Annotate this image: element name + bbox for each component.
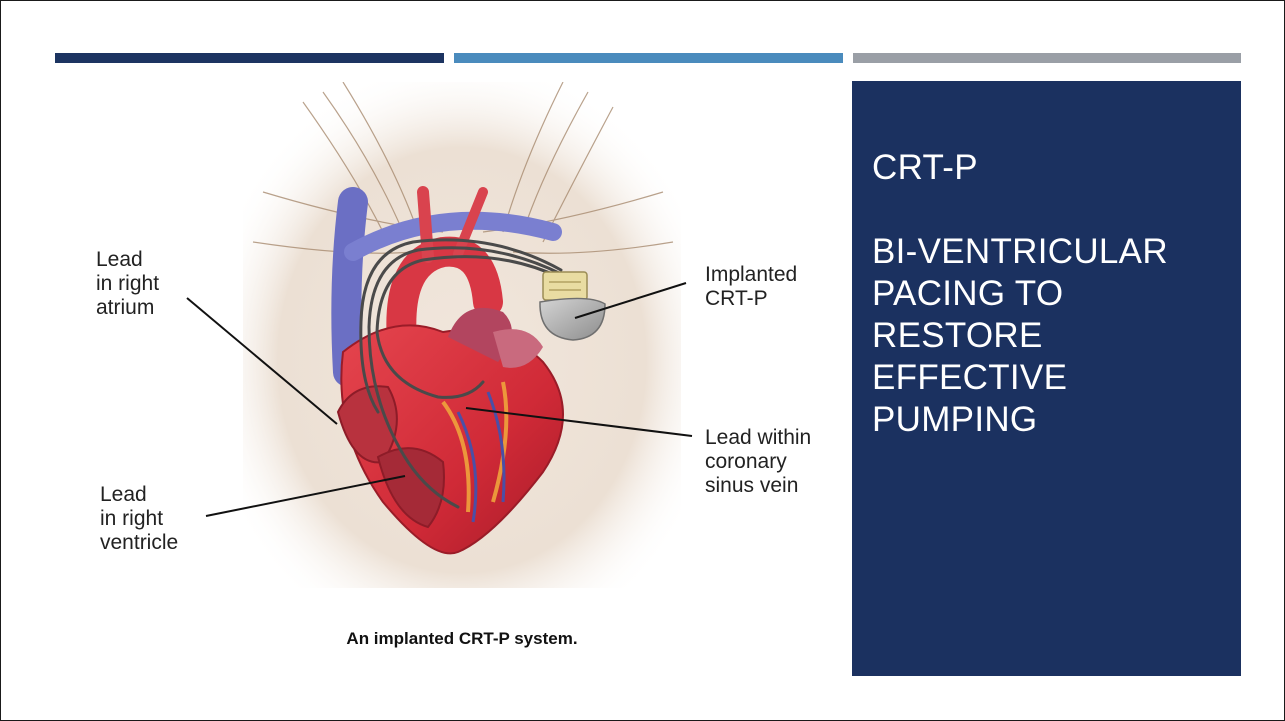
label-lead-right-ventricle: Lead in right ventricle — [100, 483, 178, 555]
subtitle-line: PACING TO — [872, 273, 1219, 315]
subtitle-line: EFFECTIVE — [872, 357, 1219, 399]
label-lead-right-atrium: Lead in right atrium — [96, 248, 159, 320]
title-panel: CRT-P BI-VENTRICULAR PACING TO RESTORE E… — [852, 81, 1241, 676]
subtitle-line: RESTORE — [872, 315, 1219, 357]
slide-subtitle: BI-VENTRICULAR PACING TO RESTORE EFFECTI… — [872, 231, 1219, 441]
slide-title: CRT-P — [872, 147, 1219, 189]
subtitle-line: PUMPING — [872, 399, 1219, 441]
figure-caption: An implanted CRT-P system. — [243, 629, 681, 649]
label-implanted-device: Implanted CRT-P — [705, 263, 797, 311]
label-lead-coronary-sinus: Lead within coronary sinus vein — [705, 426, 811, 498]
subtitle-line: BI-VENTRICULAR — [872, 231, 1219, 273]
